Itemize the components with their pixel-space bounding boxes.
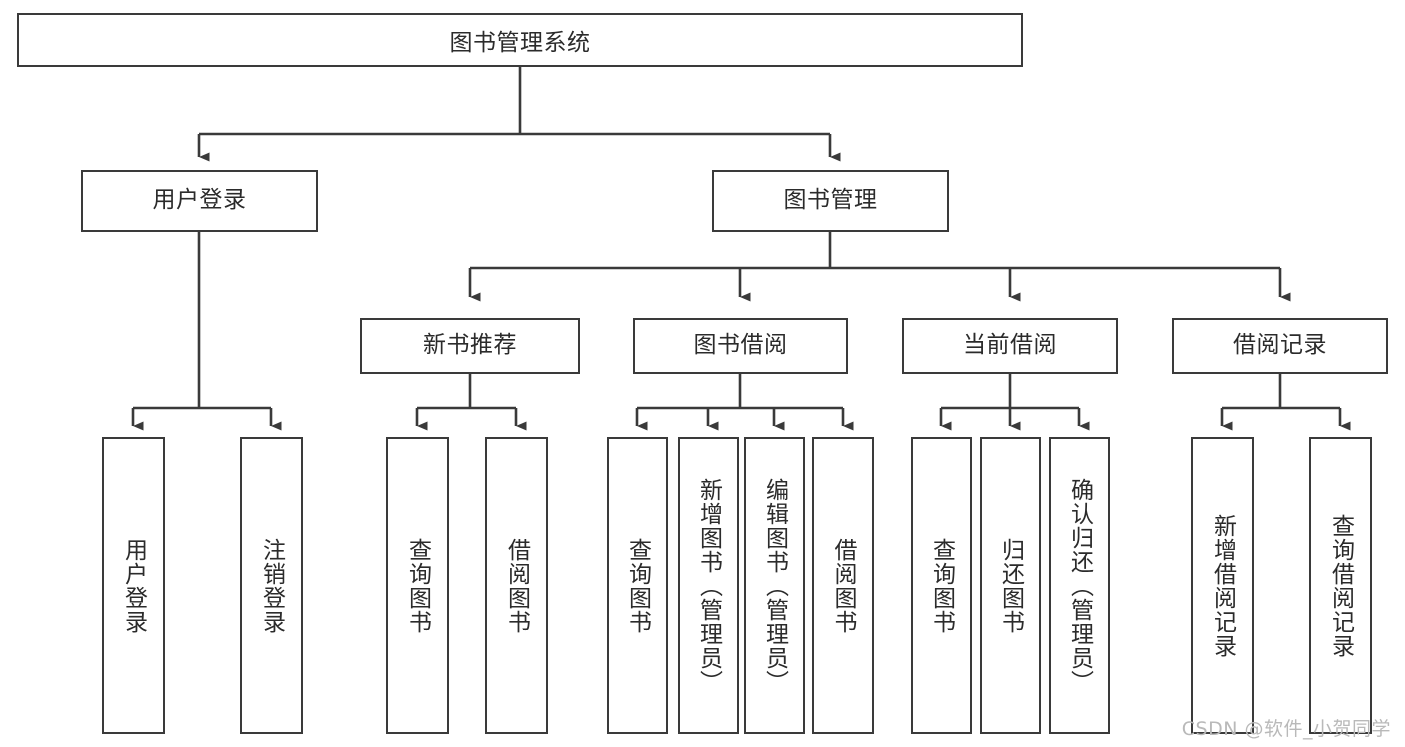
node-label: 用户登录 — [120, 537, 147, 634]
node-label: 借阅记录 — [1233, 332, 1327, 359]
leaf-current-borrow-confirm-return[interactable]: 确认归还（管理员） — [1049, 437, 1110, 734]
node-label: 确认归还（管理员） — [1066, 477, 1093, 694]
node-current-borrow[interactable]: 当前借阅 — [902, 318, 1118, 374]
leaf-user-login-login[interactable]: 用户登录 — [102, 437, 165, 734]
leaf-book-borrow-query[interactable]: 查询图书 — [607, 437, 668, 734]
node-book-management[interactable]: 图书管理 — [712, 170, 949, 232]
node-label: 新书推荐 — [423, 332, 517, 359]
node-system-root[interactable]: 图书管理系统 — [17, 13, 1023, 67]
node-label: 注销登录 — [258, 537, 285, 634]
node-label: 图书管理 — [783, 187, 878, 214]
leaf-user-login-logout[interactable]: 注销登录 — [240, 437, 303, 734]
csdn-watermark: CSDN @软件_小贺同学 — [1181, 718, 1391, 740]
leaf-new-book-query[interactable]: 查询图书 — [386, 437, 449, 734]
leaf-current-borrow-query[interactable]: 查询图书 — [911, 437, 972, 734]
node-label: 查询图书 — [624, 537, 651, 634]
node-user-login[interactable]: 用户登录 — [81, 170, 318, 232]
node-label: 图书管理系统 — [449, 30, 591, 56]
node-label: 借阅图书 — [830, 537, 857, 634]
leaf-book-borrow-add[interactable]: 新增图书（管理员） — [678, 437, 739, 734]
node-new-book-recommend[interactable]: 新书推荐 — [360, 318, 580, 374]
leaf-book-borrow-borrow[interactable]: 借阅图书 — [812, 437, 874, 734]
leaf-new-book-borrow[interactable]: 借阅图书 — [485, 437, 548, 734]
node-label: 新增图书（管理员） — [695, 477, 722, 694]
node-label: 借阅图书 — [503, 537, 530, 634]
node-label: 用户登录 — [152, 187, 247, 214]
node-label: 查询图书 — [404, 537, 431, 634]
node-book-borrow[interactable]: 图书借阅 — [633, 318, 848, 374]
node-label: 编辑图书（管理员） — [761, 477, 788, 694]
leaf-borrow-record-query[interactable]: 查询借阅记录 — [1309, 437, 1372, 734]
node-label: 当前借阅 — [963, 332, 1057, 359]
node-label: 查询图书 — [928, 537, 955, 634]
node-borrow-record[interactable]: 借阅记录 — [1172, 318, 1388, 374]
node-label: 查询借阅记录 — [1327, 513, 1354, 658]
node-label: 图书借阅 — [693, 332, 788, 359]
node-label: 新增借阅记录 — [1209, 513, 1236, 658]
leaf-borrow-record-add[interactable]: 新增借阅记录 — [1191, 437, 1254, 734]
leaf-book-borrow-edit[interactable]: 编辑图书（管理员） — [744, 437, 805, 734]
node-label: 归还图书 — [997, 537, 1024, 634]
leaf-current-borrow-return[interactable]: 归还图书 — [980, 437, 1041, 734]
